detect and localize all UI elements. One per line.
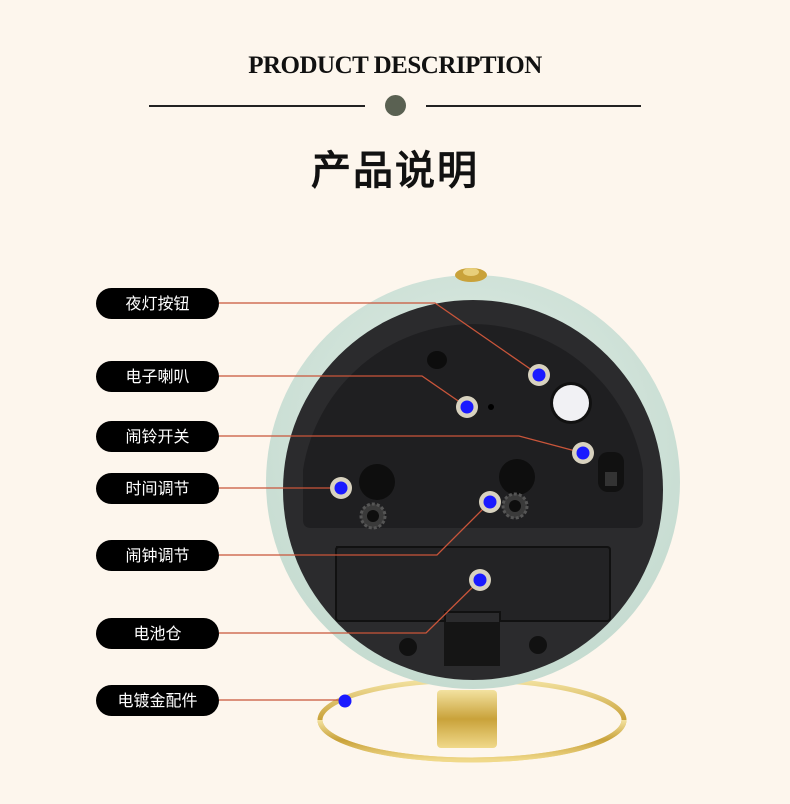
section-title-chinese: 产品说明: [311, 147, 479, 194]
callout-gold-plated-accessory: 电镀金配件: [96, 685, 219, 716]
gold-clip: [437, 690, 497, 748]
divider-dot-icon: [385, 95, 406, 116]
callout-time-adjustment: 时间调节: [96, 473, 219, 504]
callout-alarm-switch: 闹铃开关: [96, 421, 219, 452]
callout-night-light-button: 夜灯按钮: [96, 288, 219, 319]
callout-markers: [330, 364, 594, 708]
divider-line-right: [426, 105, 641, 107]
night-light-button: [553, 385, 589, 421]
leader-lines: [219, 302, 584, 701]
divider-line-left: [149, 105, 365, 107]
callout-battery-compartment: 电池仓: [96, 618, 219, 649]
callout-alarm-adjustment: 闹钟调节: [96, 540, 219, 571]
battery-latch: [444, 622, 500, 666]
callout-electronic-speaker: 电子喇叭: [96, 361, 219, 392]
section-title-english: PRODUCT DESCRIPTION: [248, 52, 542, 79]
